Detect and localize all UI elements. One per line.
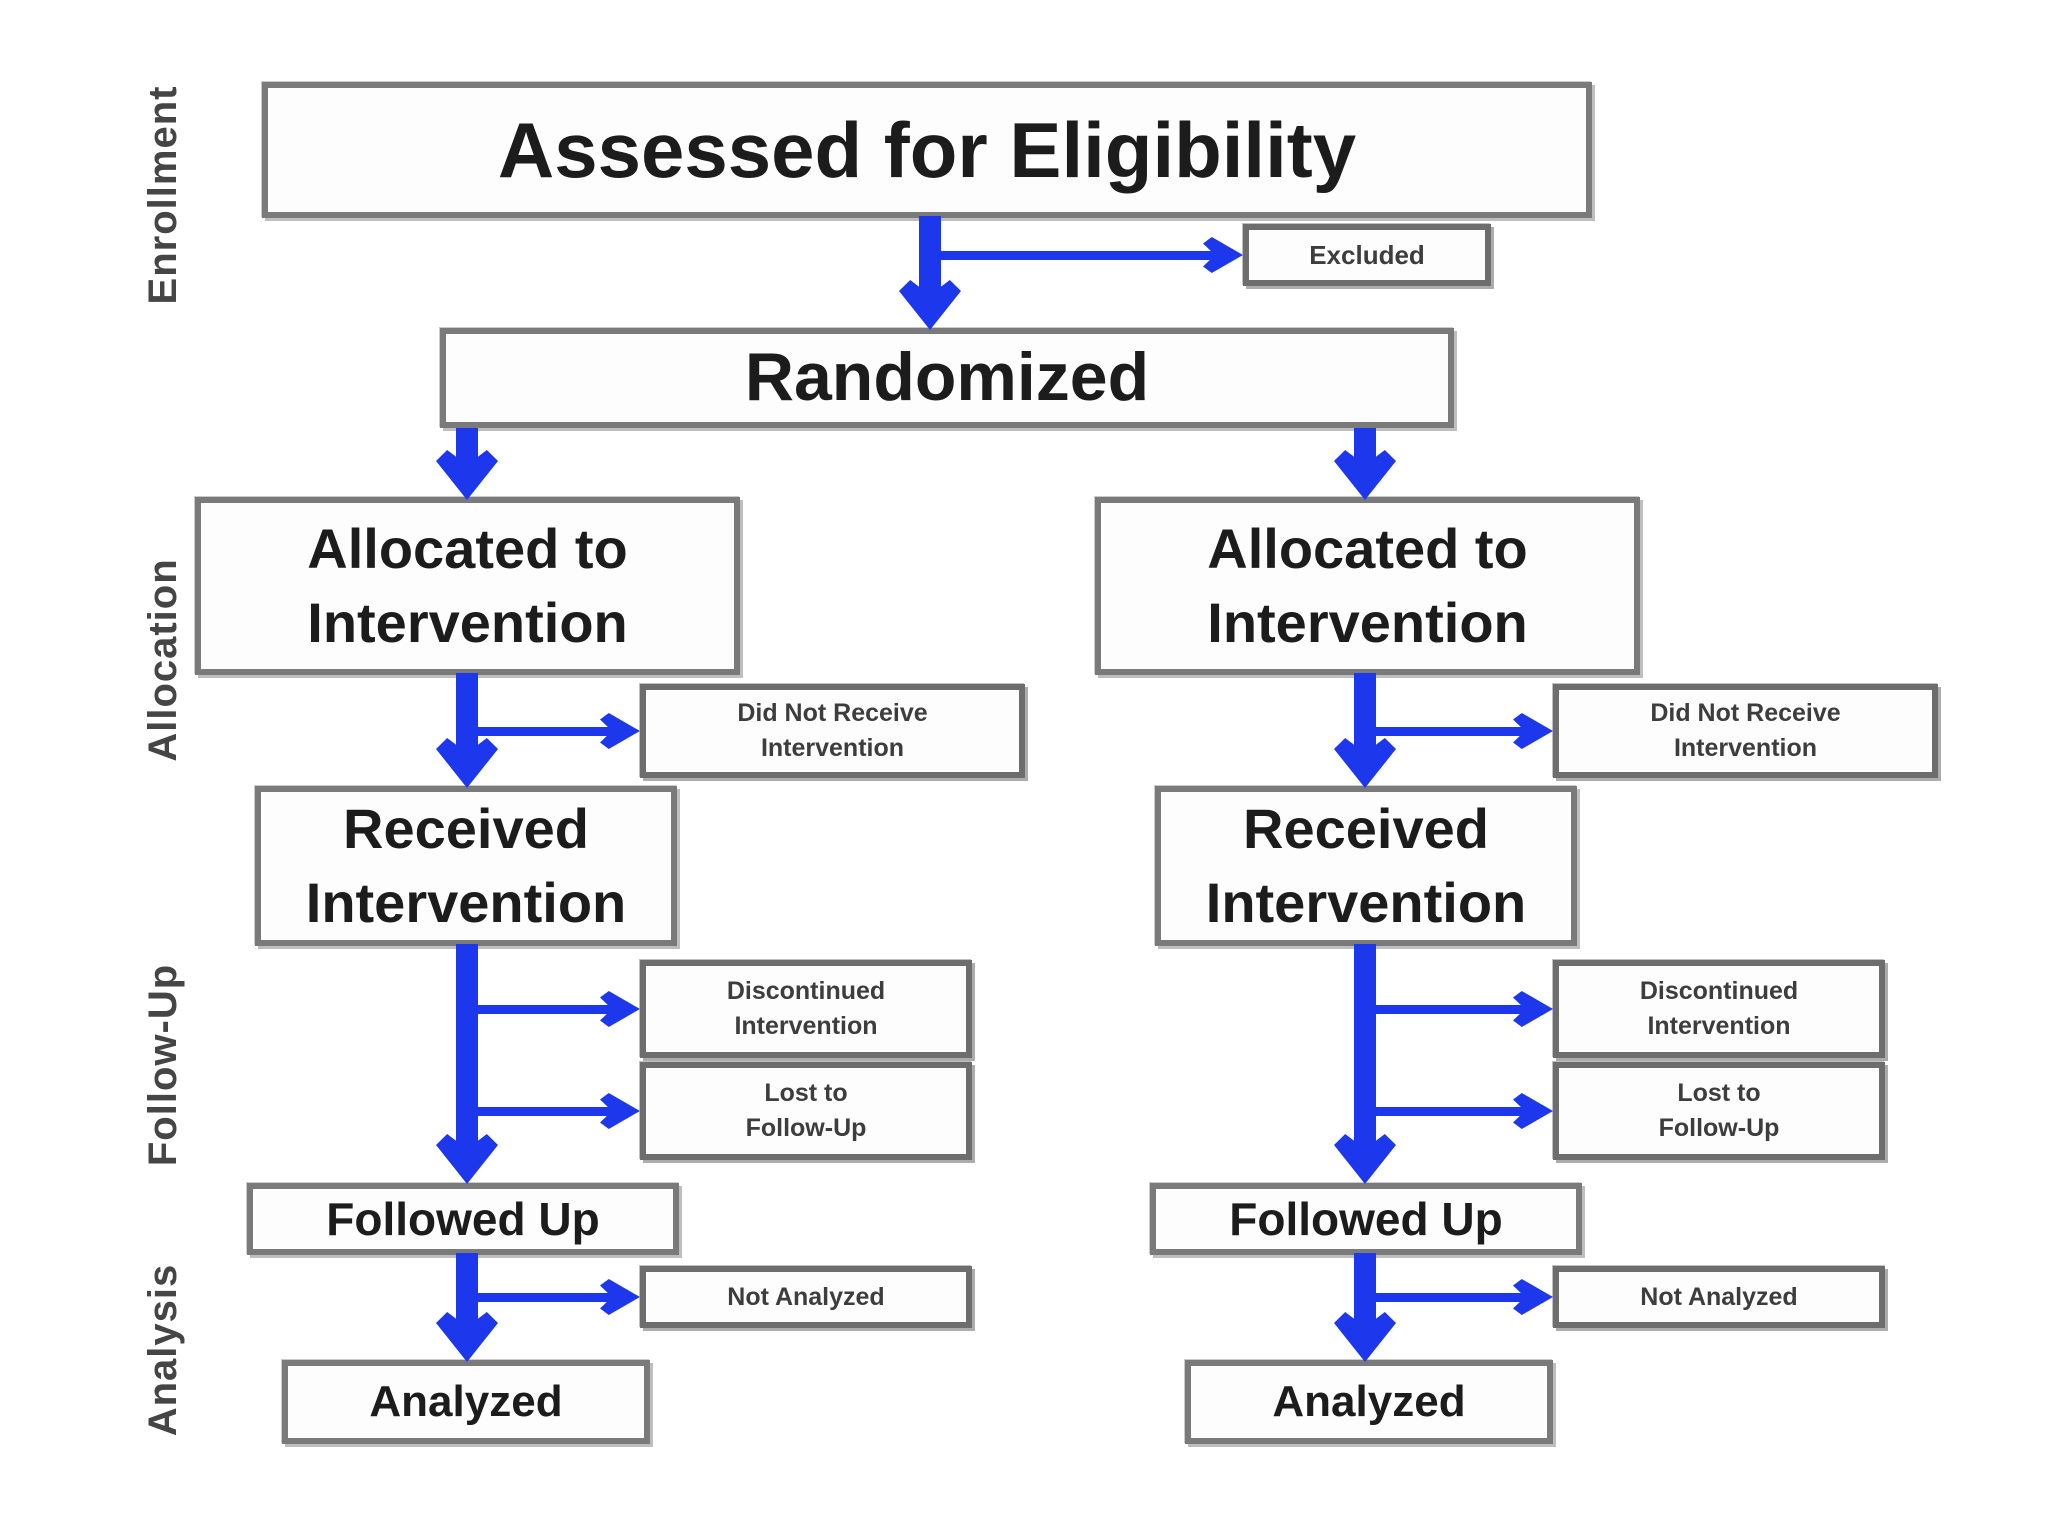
down-arrow-assessed-to-randomized <box>919 216 941 298</box>
node-label-line2: Intervention <box>305 871 627 934</box>
node-label: Analyzed <box>1272 1376 1466 1426</box>
node-lost-to-follow-up-right: Lost to Follow-Up <box>1553 1062 1885 1160</box>
node-label-line1: Lost to <box>1677 1079 1761 1107</box>
phase-label-enrollment: Enrollment <box>140 85 185 305</box>
node-analyzed-left: Analyzed <box>282 1360 650 1444</box>
node-not-analyzed-right: Not Analyzed <box>1553 1266 1885 1328</box>
node-randomized: Randomized <box>440 328 1454 428</box>
branch-arrow-to-excluded <box>935 251 1219 260</box>
node-label-line1: Discontinued <box>726 977 886 1005</box>
down-arrow-allocated-to-received-right <box>1354 673 1376 756</box>
node-label-line2: Intervention <box>1647 1012 1791 1040</box>
node-label-line2: Follow-Up <box>1658 1114 1780 1142</box>
node-label-line1: Lost to <box>764 1079 848 1107</box>
node-label: Not Analyzed <box>727 1282 885 1311</box>
node-did-not-receive-right: Did Not Receive Intervention <box>1553 684 1938 778</box>
node-label-line1: Allocated to <box>1207 517 1528 581</box>
down-arrow-received-to-followed-up-left <box>456 944 478 1152</box>
node-label-line2: Intervention <box>1205 871 1527 934</box>
phase-label-allocation: Allocation <box>140 558 185 762</box>
branch-arrow-to-lost-right <box>1365 1107 1529 1116</box>
branch-arrow-to-discontinued-right <box>1365 1005 1529 1014</box>
node-allocated-intervention-left: Allocated to Intervention <box>195 497 740 675</box>
node-label-line1: Received <box>343 797 589 861</box>
down-arrow-received-to-followed-up-right <box>1354 944 1376 1152</box>
phase-label-follow-up: Follow-Up <box>140 963 185 1167</box>
node-label: Excluded <box>1309 239 1425 270</box>
node-label: Followed Up <box>1229 1192 1503 1245</box>
node-received-intervention-right: Received Intervention <box>1155 786 1577 946</box>
node-label: Analyzed <box>369 1376 563 1426</box>
branch-arrow-to-lost-left <box>467 1107 616 1116</box>
down-arrow-randomized-to-allocated-left <box>456 428 478 468</box>
phase-label-analysis: Analysis <box>140 1263 185 1437</box>
node-label-line2: Intervention <box>1673 734 1818 762</box>
node-label-line2: Intervention <box>760 734 905 762</box>
node-label-line1: Allocated to <box>307 517 628 581</box>
branch-arrow-to-not-analyzed-right <box>1365 1293 1529 1302</box>
node-did-not-receive-left: Did Not Receive Intervention <box>640 684 1025 778</box>
branch-arrow-to-not-analyzed-left <box>467 1293 616 1302</box>
node-received-intervention-left: Received Intervention <box>255 786 677 946</box>
node-label: Followed Up <box>326 1192 600 1245</box>
node-label-line1: Did Not Receive <box>1650 699 1841 727</box>
node-label-line2: Intervention <box>1207 591 1528 654</box>
node-discontinued-left: Discontinued Intervention <box>640 960 972 1058</box>
node-lost-to-follow-up-left: Lost to Follow-Up <box>640 1062 972 1160</box>
node-label: Randomized <box>744 339 1150 416</box>
node-allocated-intervention-right: Allocated to Intervention <box>1095 497 1640 675</box>
node-discontinued-right: Discontinued Intervention <box>1553 960 1885 1058</box>
node-label: Assessed for Eligibility <box>497 105 1357 194</box>
node-label-line2: Intervention <box>307 591 628 654</box>
node-label-line2: Intervention <box>734 1012 878 1040</box>
down-arrow-followed-up-to-analyzed-left <box>456 1253 478 1330</box>
down-arrow-randomized-to-allocated-right <box>1354 428 1376 468</box>
branch-arrow-to-discontinued-left <box>467 1005 616 1014</box>
node-followed-up-right: Followed Up <box>1150 1183 1582 1255</box>
node-excluded: Excluded <box>1243 224 1491 286</box>
node-followed-up-left: Followed Up <box>247 1183 679 1255</box>
node-label-line1: Did Not Receive <box>737 699 928 727</box>
node-assessed-for-eligibility: Assessed for Eligibility <box>262 82 1592 218</box>
node-label-line1: Discontinued <box>1639 977 1799 1005</box>
node-label-line1: Received <box>1243 797 1489 861</box>
branch-arrow-to-did-not-receive-left <box>467 727 616 736</box>
down-arrow-followed-up-to-analyzed-right <box>1354 1253 1376 1330</box>
node-not-analyzed-left: Not Analyzed <box>640 1266 972 1328</box>
down-arrow-allocated-to-received-left <box>456 673 478 756</box>
node-label-line2: Follow-Up <box>745 1114 867 1142</box>
node-label: Not Analyzed <box>1640 1282 1798 1311</box>
branch-arrow-to-did-not-receive-right <box>1365 727 1529 736</box>
node-analyzed-right: Analyzed <box>1185 1360 1553 1444</box>
